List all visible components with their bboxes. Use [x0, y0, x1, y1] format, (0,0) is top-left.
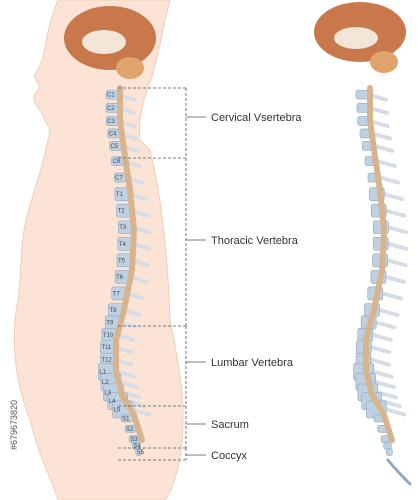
vertebra-label-l5: L5: [114, 407, 121, 413]
spinous-process-right: [370, 332, 393, 342]
vertebra-right-c1: [355, 89, 369, 100]
spinous-process-right: [382, 192, 405, 202]
vertebra-label-t11: T11: [102, 345, 113, 351]
vertebra-label-c3: C3: [107, 119, 115, 125]
vertebra-label-l4: L4: [109, 399, 116, 405]
spinous-process-right: [377, 175, 400, 185]
vertebra-label-l1: L1: [99, 370, 106, 376]
vertebra-label-c4: C4: [109, 131, 117, 137]
vertebra-label-t3: T3: [119, 225, 127, 231]
spinous-process-right: [373, 380, 396, 390]
spinous-process-right: [372, 143, 395, 153]
vertebra-label-t8: T8: [110, 308, 118, 314]
vertebra-label-t12: T12: [102, 358, 113, 364]
spinous-process-right: [383, 274, 406, 284]
body-silhouette: [13, 0, 184, 500]
spinous-process-right: [380, 291, 403, 301]
vertebra-label-s3: S3: [130, 437, 138, 443]
rib-stubs: [113, 92, 409, 417]
spinous-process: [116, 369, 137, 379]
spinous-process-right: [369, 345, 392, 355]
vertebra-label-c5: C5: [110, 144, 118, 150]
vertebra-label-c6: C6: [113, 159, 121, 165]
region-label-0: Cervical Vsertebra: [211, 112, 302, 124]
vertebra-right-s5: [386, 448, 393, 456]
coccyx-right: [386, 458, 412, 486]
cerebellum-right: [370, 51, 398, 73]
spinous-process-right: [374, 159, 397, 169]
vertebra-label-t7: T7: [113, 291, 121, 297]
spinal-cord-right: [363, 85, 395, 443]
cerebellum-left: [116, 57, 144, 79]
brain-left-inner: [82, 30, 126, 54]
spinous-process-right: [374, 320, 397, 330]
spinous-process-right: [386, 241, 409, 251]
spinous-process-right: [369, 357, 392, 367]
vertebra-label-s5: S5: [137, 450, 145, 456]
spinal-cord-left: [113, 85, 145, 443]
vertebra-labels: C1C2C3C4C5C6C7T1T2T3T4T5T6T7T8T9T10T11T1…: [99, 93, 144, 456]
vertebra-label-t6: T6: [116, 275, 124, 281]
spinous-process-right: [385, 258, 408, 268]
region-label-3: Sacrum: [211, 419, 249, 431]
spinous-process-right: [386, 225, 409, 235]
region-label-2: Lumbar Vertebra: [211, 357, 294, 369]
vertebra-label-c1: C1: [107, 93, 115, 99]
vertebra-label-t10: T10: [103, 333, 114, 339]
spinous-process-right: [377, 308, 400, 317]
region-label-1: Thoracic Vertebra: [211, 235, 299, 247]
spinous-process: [130, 407, 151, 417]
spinous-process-right: [384, 208, 407, 218]
region-label-4: Coccyx: [211, 450, 248, 462]
vertebra-label-l2: L2: [102, 380, 109, 386]
vertebra-label-s1: S1: [122, 416, 130, 422]
vertebra-label-s2: S2: [126, 427, 134, 433]
brain-right-inner: [334, 27, 378, 49]
vertebra-label-t4: T4: [119, 242, 127, 248]
vertebra-label-c2: C2: [107, 106, 115, 112]
spinous-process-right: [371, 369, 394, 379]
vertebra-label-c7: C7: [115, 176, 123, 182]
vertebra-label-t1: T1: [116, 192, 124, 198]
vertebra-label-t2: T2: [118, 209, 126, 215]
spinous-process: [118, 380, 139, 390]
stock-id: #679673820: [9, 400, 19, 450]
spinous-process-right: [384, 407, 407, 417]
vertebra-label-t5: T5: [118, 258, 126, 264]
spinous-process-right: [369, 131, 392, 141]
vertebra-label-s4: S4: [134, 444, 142, 450]
vertebra-label-t9: T9: [106, 320, 114, 326]
vertebra-label-l3: L3: [104, 390, 111, 396]
